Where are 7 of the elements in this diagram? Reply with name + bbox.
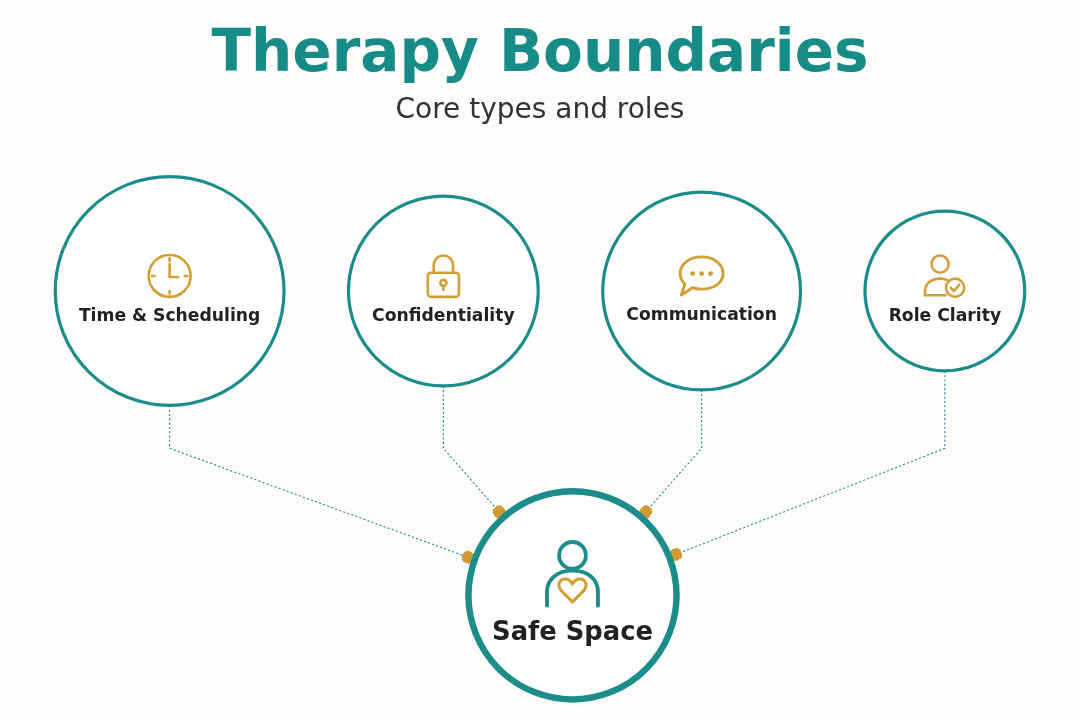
node-circle: Time & Scheduling	[53, 175, 286, 407]
title: Therapy Boundaries	[211, 18, 869, 85]
node-circle: Communication	[601, 190, 803, 392]
node-circle: Safe Space	[465, 488, 680, 703]
node-circle: Role Clarity	[863, 209, 1027, 373]
node-circle: Confidentiality	[346, 194, 540, 388]
subtitle: Core types and roles	[395, 90, 685, 127]
